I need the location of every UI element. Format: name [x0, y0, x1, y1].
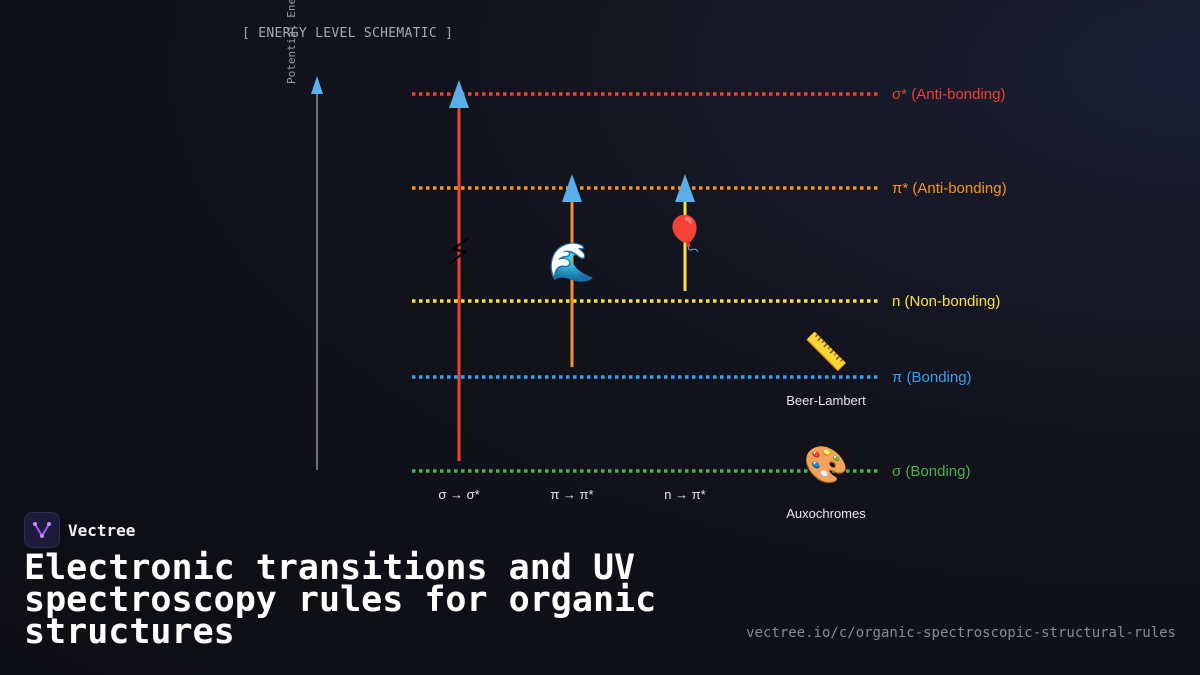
page-title: Electronic transitions and UV spectrosco…	[24, 548, 657, 652]
transition-label-n: n → π*	[664, 487, 705, 502]
brand: Vectree	[24, 512, 135, 548]
brand-name: Vectree	[68, 520, 136, 540]
level-label-pi: π (Bonding)	[892, 369, 972, 386]
note-auxochromes: 🎨 Auxochromes	[786, 443, 866, 521]
transition-label-pi: π → π*	[550, 487, 593, 502]
level-label-n: n (Non-bonding)	[892, 293, 1000, 310]
level-sigma: σ (Bonding)	[412, 463, 970, 480]
note-label-auxochromes: Auxochromes	[786, 506, 866, 521]
ruler-icon: 📏	[804, 331, 849, 373]
energy-axis-arrowhead	[311, 76, 323, 94]
level-pi: π (Bonding)	[412, 369, 972, 386]
lightning-icon: ⚡	[446, 230, 473, 274]
level-sigma-star: σ* (Anti-bonding)	[412, 86, 1005, 103]
palette-icon: 🎨	[804, 443, 849, 486]
transition-arrowhead	[675, 174, 695, 202]
transition-arrowhead	[449, 80, 469, 108]
transition-n-pi-star: 🎈 n → π*	[664, 174, 706, 502]
transition-label-sigma: σ → σ*	[438, 487, 479, 502]
vectree-logo-icon	[24, 512, 60, 548]
level-label-sigma-star: σ* (Anti-bonding)	[892, 86, 1005, 103]
note-label-beer-lambert: Beer-Lambert	[786, 393, 866, 408]
source-url[interactable]: vectree.io/c/organic-spectroscopic-struc…	[746, 625, 1176, 641]
note-beer-lambert: 📏 Beer-Lambert	[786, 331, 866, 408]
transition-sigma-sigma-star: ⚡ σ → σ*	[438, 80, 480, 502]
transition-arrowhead	[562, 174, 582, 202]
transition-pi-pi-star: 🌊 π → π*	[548, 174, 596, 502]
schematic-header: [ ENERGY LEVEL SCHEMATIC ]	[242, 26, 454, 41]
wave-icon: 🌊	[548, 240, 595, 284]
level-label-sigma: σ (Bonding)	[892, 463, 970, 480]
level-label-pi-star: π* (Anti-bonding)	[892, 180, 1007, 197]
level-pi-star: π* (Anti-bonding)	[412, 180, 1007, 197]
level-n: n (Non-bonding)	[412, 293, 1000, 310]
balloon-icon: 🎈	[664, 213, 706, 254]
